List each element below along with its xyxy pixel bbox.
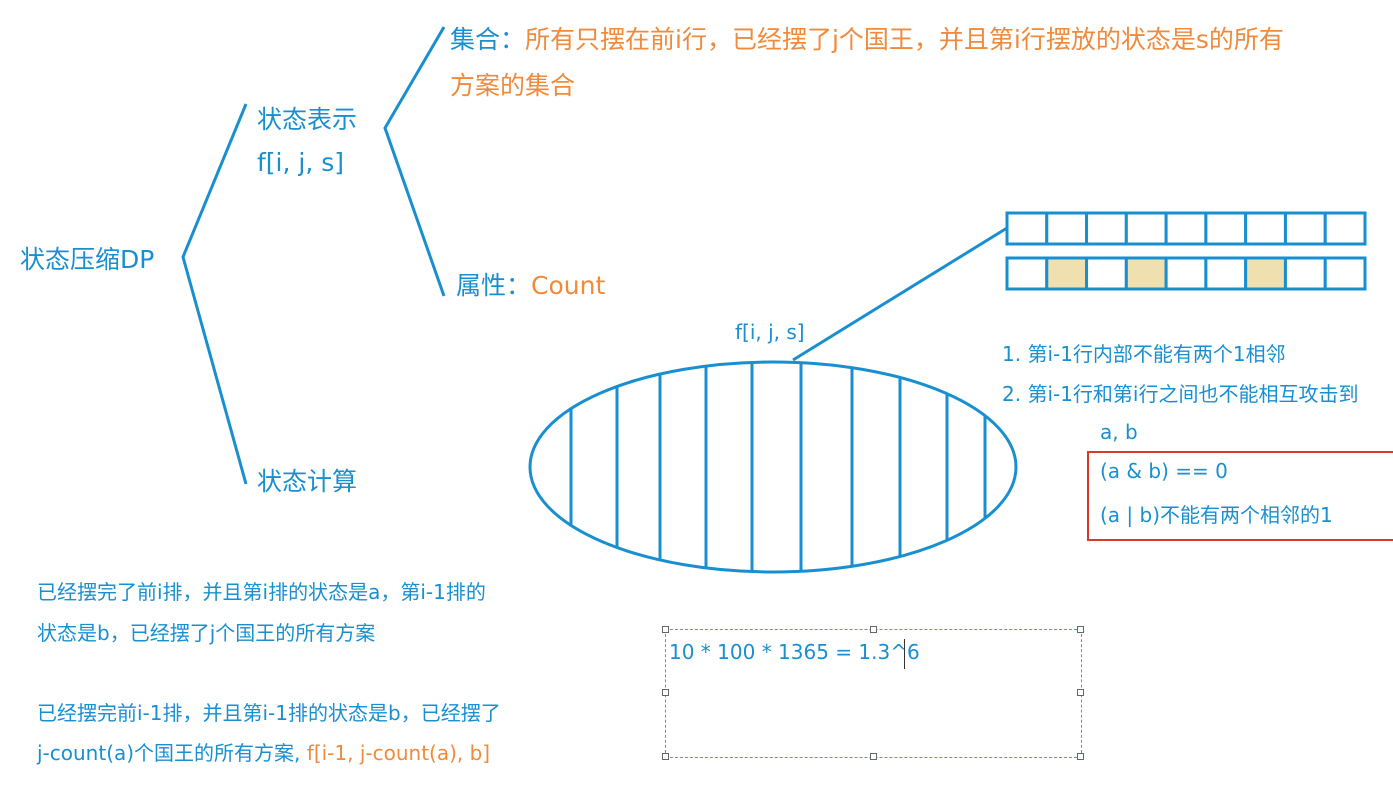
note-1-line-1: 已经摆完了前i排，并且第i排的状态是a，第i-1排的 — [37, 580, 486, 604]
constraint-box — [1087, 451, 1393, 541]
grid-cell-row1 — [1045, 211, 1089, 246]
note-2-line-1: 已经摆完前i-1排，并且第i-1排的状态是b，已经摆了 — [37, 701, 501, 725]
root-label: 状态压缩DP — [20, 245, 155, 274]
attribute-value: Count — [531, 271, 606, 300]
grid-cell-row2 — [1005, 256, 1049, 291]
grid-cell-row2 — [1124, 256, 1168, 291]
ab-label: a, b — [1100, 420, 1138, 444]
grid-cell-row2 — [1045, 256, 1089, 291]
grid-cell-row2 — [1244, 256, 1287, 291]
resize-handle[interactable] — [662, 689, 669, 696]
grid-cell-row2 — [1164, 256, 1208, 291]
state-notation: f[i, j, s] — [257, 148, 345, 177]
root-bracket — [181, 103, 248, 485]
state-calc-label: 状态计算 — [257, 467, 358, 496]
attribute-label: 属性： — [456, 271, 532, 300]
resize-handle[interactable] — [662, 753, 669, 760]
repr-bracket — [383, 26, 446, 297]
resize-handle[interactable] — [870, 753, 877, 760]
grid-cell-row1 — [1164, 211, 1208, 246]
constraint-or: (a | b)不能有两个相邻的1 — [1100, 503, 1333, 527]
ellipse-label: f[i, j, s] — [735, 320, 805, 344]
grid-cell-row1 — [1085, 211, 1128, 246]
note-2-line-2: j-count(a)个国王的所有方案, f[i-1, j-count(a), b… — [37, 737, 490, 766]
grid-cell-row1 — [1204, 211, 1248, 246]
grid-cell-row1 — [1244, 211, 1287, 246]
condition-2: 2. 第i-1行和第i行之间也不能相互攻击到 — [1002, 382, 1359, 406]
grid-cell-row1 — [1005, 211, 1049, 246]
grid-cell-row2 — [1085, 256, 1128, 291]
note-2-text: j-count(a)个国王的所有方案, — [37, 741, 307, 765]
resize-handle[interactable] — [662, 626, 669, 633]
set-label: 集合： — [450, 25, 526, 54]
constraint-and: (a & b) == 0 — [1100, 459, 1228, 483]
resize-handle[interactable] — [1077, 689, 1084, 696]
set-line: 集合：所有只摆在前i行，已经摆了j个国王，并且第i行摆放的状态是s的所有 — [450, 20, 1284, 56]
resize-handle[interactable] — [1077, 626, 1084, 633]
text-box-value[interactable]: 10 * 100 * 1365 = 1.3^6 — [669, 640, 920, 664]
set-desc: 所有只摆在前i行，已经摆了j个国王，并且第i行摆放的状态是s的所有 — [525, 25, 1284, 54]
condition-1: 1. 第i-1行内部不能有两个1相邻 — [1002, 342, 1286, 366]
text-caret — [904, 639, 905, 669]
state-repr-label: 状态表示 — [257, 105, 358, 134]
attribute-line: 属性：Count — [456, 266, 605, 302]
state-ellipse — [528, 360, 1018, 574]
set-desc-line2: 方案的集合 — [450, 71, 576, 100]
grid-cell-row2 — [1283, 256, 1327, 291]
grid-cell-row1 — [1124, 211, 1168, 246]
grid-cell-row1 — [1323, 211, 1367, 246]
grid-cell-row2 — [1204, 256, 1248, 291]
grid-cell-row2 — [1323, 256, 1367, 291]
connector-line — [792, 226, 1008, 362]
note-1-line-2: 状态是b，已经摆了j个国王的所有方案 — [37, 621, 376, 645]
resize-handle[interactable] — [1077, 753, 1084, 760]
note-2-formula: f[i-1, j-count(a), b] — [306, 741, 491, 765]
grid-cell-row1 — [1283, 211, 1327, 246]
resize-handle[interactable] — [870, 626, 877, 633]
